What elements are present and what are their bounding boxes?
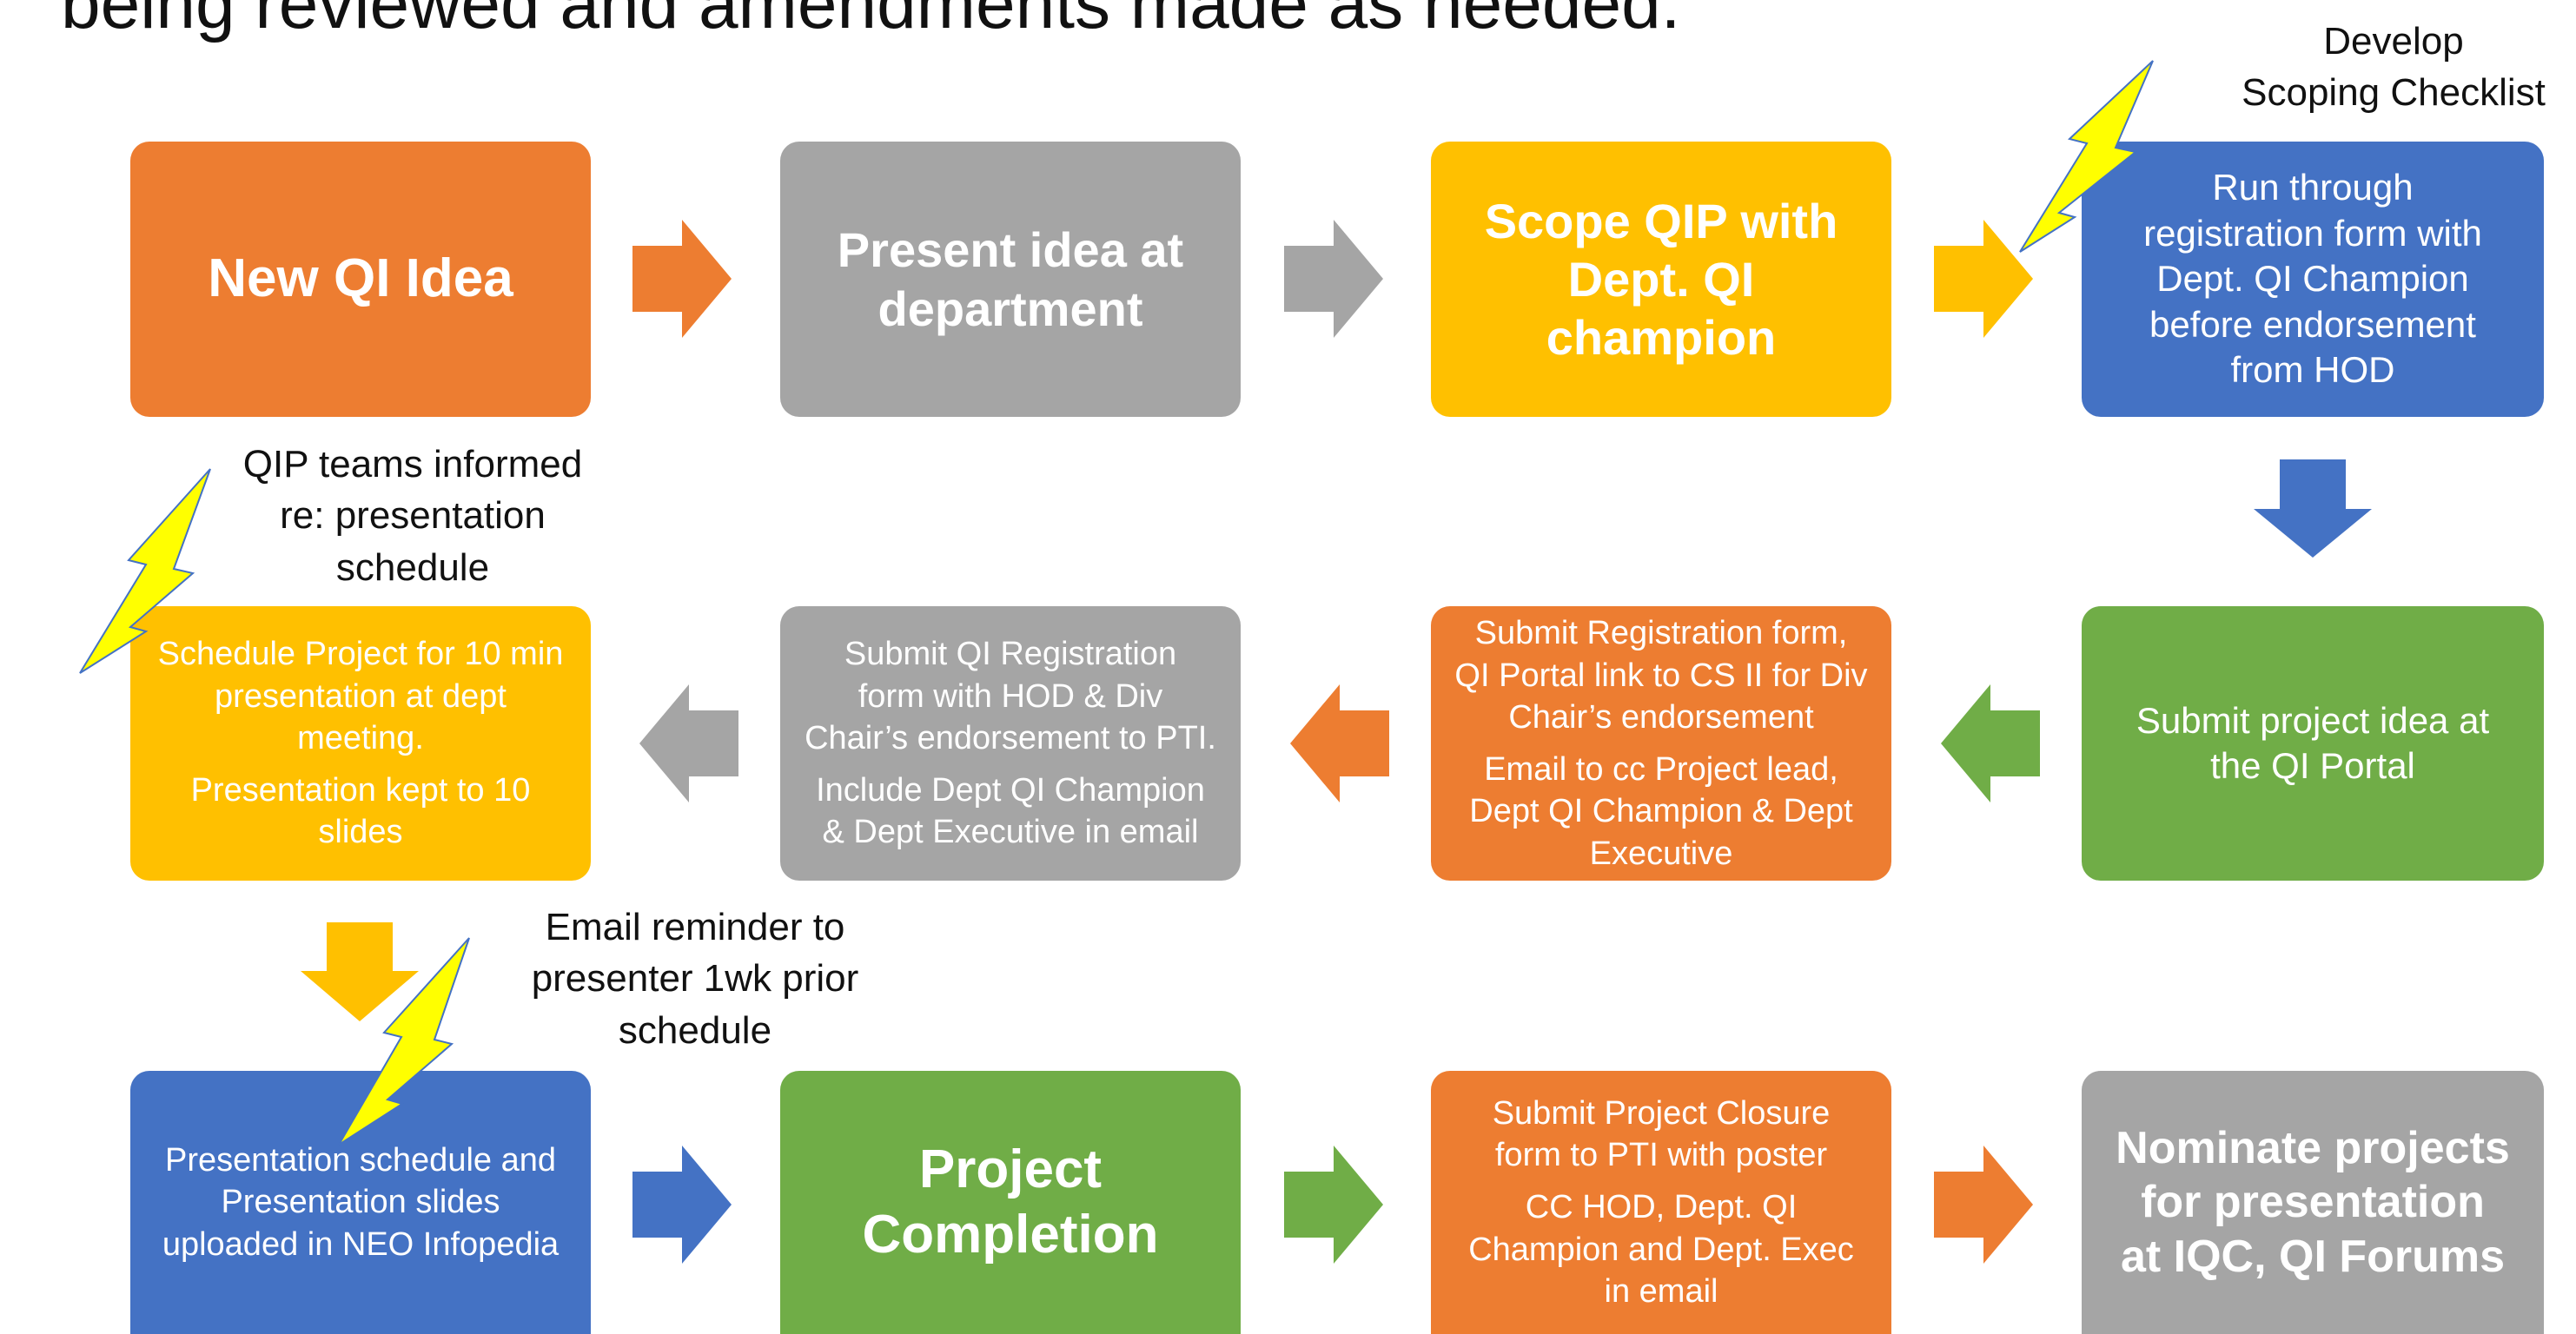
box-text: Project xyxy=(918,1139,1103,1200)
box-text: Chair’s endorsement xyxy=(1508,698,1814,736)
box-text: QI Portal link to CS II for Div xyxy=(1454,657,1868,694)
box-text: department xyxy=(877,281,1143,336)
box-text: Include Dept QI Champion xyxy=(816,772,1205,809)
box-text: the QI Portal xyxy=(2210,745,2415,786)
arrow-left-icon xyxy=(639,684,738,802)
page-heading: being reviewed and amendments made as ne… xyxy=(61,0,1681,43)
box-text: for presentation xyxy=(2141,1177,2485,1228)
box-text: Presentation schedule and xyxy=(165,1142,556,1179)
arrow-down-icon xyxy=(2254,459,2372,558)
arrow-right-icon xyxy=(1284,1146,1383,1264)
box-submit-registration: Submit Registration form, QI Portal link… xyxy=(1431,606,1891,881)
box-text: from HOD xyxy=(2230,349,2395,391)
box-text: Submit project idea at xyxy=(2136,699,2490,741)
arrow-down-icon xyxy=(301,922,419,1021)
box-text: Submit Project Closure xyxy=(1492,1094,1831,1132)
box-text: Dept QI Champion & Dept xyxy=(1469,793,1853,830)
box-new-qi-idea: New QI Idea xyxy=(130,142,591,417)
note-text: QIP teams informed xyxy=(242,443,583,485)
box-submit-closure: Submit Project Closure form to PTI with … xyxy=(1431,1071,1891,1334)
box-text: Dept. QI xyxy=(1567,251,1755,307)
note-text: Develop xyxy=(2323,20,2464,63)
box-text: Dept. QI Champion xyxy=(2156,258,2469,300)
note-text: schedule xyxy=(618,1008,772,1052)
box-submit-portal: Submit project idea at the QI Portal xyxy=(2082,606,2544,881)
lightning-bolt-icon xyxy=(2019,60,2154,253)
note-text: re: presentation xyxy=(280,494,546,538)
arrow-left-icon xyxy=(1941,684,2040,802)
note-qip-teams: QIP teams informed re: presentation sche… xyxy=(213,439,613,593)
lightning-bolt-icon xyxy=(79,468,211,674)
box-text: form to PTI with poster xyxy=(1494,1137,1828,1174)
note-text: schedule xyxy=(335,545,490,589)
lightning-bolt-icon xyxy=(338,937,470,1146)
box-text: uploaded in NEO Infopedia xyxy=(162,1225,560,1263)
box-submit-qi-registration: Submit QI Registration form with HOD & D… xyxy=(780,606,1241,881)
box-text: Completion xyxy=(862,1204,1159,1265)
arrow-right-icon xyxy=(632,1146,732,1264)
box-text: Chair’s endorsement to PTI. xyxy=(805,719,1216,756)
box-project-completion: Project Completion xyxy=(780,1071,1241,1334)
arrow-left-icon xyxy=(1290,684,1389,802)
box-text: meeting. xyxy=(297,719,424,756)
arrow-right-icon xyxy=(1934,1146,2033,1264)
box-text: form with HOD & Div xyxy=(858,677,1163,715)
box-text: Nominate projects xyxy=(2116,1122,2510,1173)
box-text: CC HOD, Dept. QI xyxy=(1525,1189,1798,1226)
box-text: Submit Registration form, xyxy=(1474,615,1848,652)
box-present-idea: Present idea at department xyxy=(780,142,1241,417)
arrow-right-icon xyxy=(1284,220,1383,338)
arrow-right-icon xyxy=(1934,220,2033,338)
box-text: Run through xyxy=(2212,167,2414,208)
box-text: New QI Idea xyxy=(208,248,513,309)
box-text: slides xyxy=(318,814,403,851)
note-email-reminder: Email reminder to presenter 1wk prior sc… xyxy=(495,901,895,1056)
box-text: Presentation kept to 10 xyxy=(190,772,531,809)
box-text: & Dept Executive in email xyxy=(822,814,1199,851)
box-nominate: Nominate projects for presentation at IQ… xyxy=(2082,1071,2544,1334)
box-text: at IQC, QI Forums xyxy=(2120,1231,2506,1282)
box-text: presentation at dept xyxy=(215,677,507,715)
box-text: champion xyxy=(1546,310,1777,366)
box-text: Presentation slides xyxy=(221,1184,500,1221)
box-text: Scope QIP with xyxy=(1484,193,1838,248)
note-text: Scoping Checklist xyxy=(2242,71,2546,115)
box-text: Present idea at xyxy=(837,222,1184,278)
box-text: Executive xyxy=(1589,835,1733,872)
box-scope-qip: Scope QIP with Dept. QI champion xyxy=(1431,142,1891,417)
box-schedule-project: Schedule Project for 10 min presentation… xyxy=(130,606,591,881)
note-text: presenter 1wk prior xyxy=(531,957,859,1000)
box-text: Email to cc Project lead, xyxy=(1484,751,1838,788)
note-text: Email reminder to xyxy=(545,906,845,948)
box-text: Submit QI Registration xyxy=(844,636,1177,673)
note-develop-scoping: Develop Scoping Checklist xyxy=(2211,16,2576,119)
box-text: registration form with xyxy=(2143,212,2482,254)
box-text: before endorsement xyxy=(2149,303,2476,345)
box-run-through: Run through registration form with Dept.… xyxy=(2082,142,2544,417)
box-text: Champion and Dept. Exec xyxy=(1468,1231,1854,1268)
box-text: Schedule Project for 10 min xyxy=(157,636,564,673)
arrow-right-icon xyxy=(632,220,732,338)
box-text: in email xyxy=(1604,1272,1718,1310)
